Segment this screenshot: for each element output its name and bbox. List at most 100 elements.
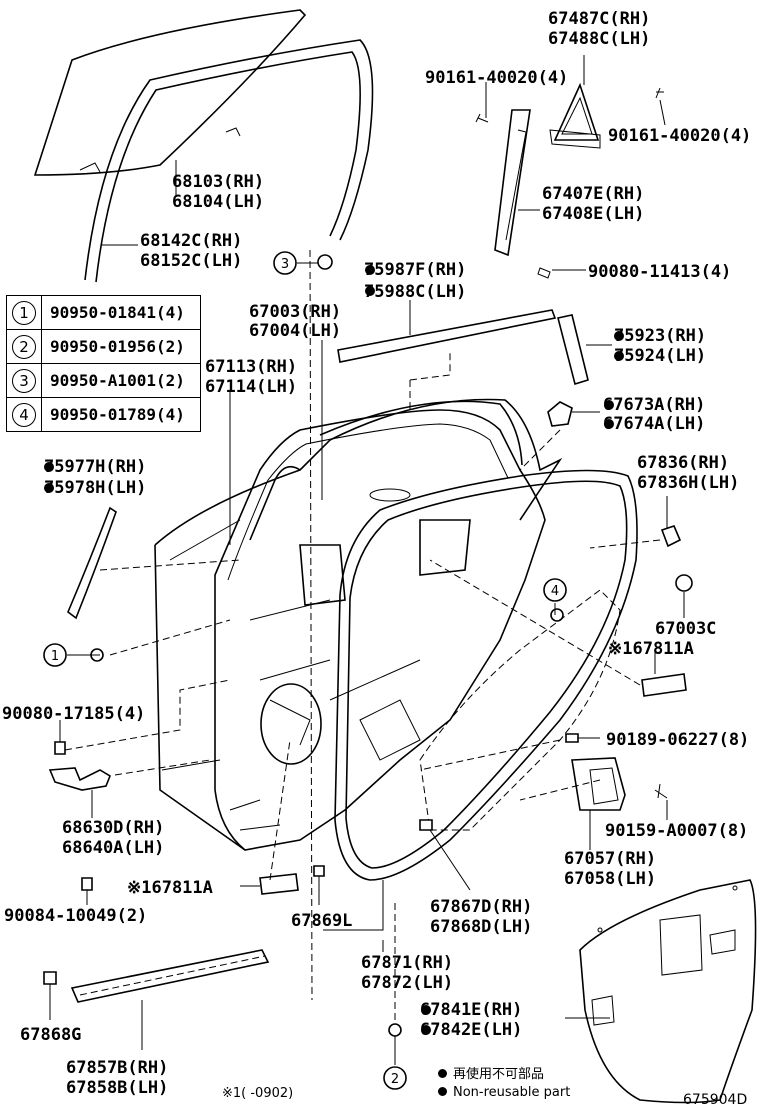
legend-row: 4 90950-01789(4) — [6, 397, 201, 432]
label-67841E: 67841E(RH) — [420, 1000, 522, 1020]
label-75987F: 75987F(RH) — [364, 260, 466, 280]
svg-text:3: 3 — [281, 257, 289, 272]
marker-2: 2 — [383, 1066, 407, 1090]
legend-row: 2 90950-01956(2) — [6, 329, 201, 364]
label-90161-right: 90161-40020(4) — [608, 126, 751, 146]
label-67811A-right: ※167811A — [608, 639, 694, 659]
front-garnish-part — [67, 506, 117, 620]
label-90080-11413: 90080-11413(4) — [588, 262, 731, 282]
quarter-window-drawing — [549, 82, 601, 149]
trim-sheet-drawing — [579, 879, 757, 1104]
label-67869L: 67869L — [291, 911, 352, 931]
label-67408E: 67408E(LH) — [542, 204, 644, 224]
belt-moulding-drawing — [337, 309, 557, 363]
marker-4: 4 — [543, 578, 567, 602]
clip-right-part — [565, 733, 579, 743]
label-67004: 67004(LH) — [249, 321, 341, 341]
label-90159-A0007: 90159-A0007(8) — [605, 821, 748, 841]
stopper-part — [547, 401, 573, 427]
label-67057: 67057(RH) — [564, 849, 656, 869]
label-67867D: 67867D(RH) — [430, 897, 532, 917]
grommet-part — [43, 971, 57, 985]
plug-2-part — [388, 1023, 402, 1037]
legend-code: 90950-01956(2) — [41, 329, 201, 364]
note-en: Non-reusable part — [438, 1084, 570, 1102]
door-frame-drawing — [214, 409, 546, 851]
label-75988C: 75988C(LH) — [364, 282, 466, 302]
label-68142C: 68142C(RH) — [140, 231, 242, 251]
speaker-drawing — [571, 757, 626, 811]
label-67868D: 67868D(LH) — [430, 917, 532, 937]
leader-lines — [49, 55, 685, 1065]
label-90189-06227: 90189-06227(8) — [606, 730, 749, 750]
svg-text:4: 4 — [551, 584, 559, 599]
hole-cover-right-part — [641, 673, 687, 697]
label-67003C: 67003C — [655, 619, 716, 639]
legend-number: 2 — [12, 334, 36, 359]
label-67868G: 67868G — [20, 1025, 81, 1045]
label-67858B: 67858B(LH) — [66, 1078, 168, 1098]
label-67857B: 67857B(RH) — [66, 1058, 168, 1078]
callout-labels: 68103(RH) 68104(LH) 68142C(RH) 68152C(LH… — [2, 9, 751, 1098]
label-67003: 67003(RH) — [249, 302, 341, 322]
label-67871: 67871(RH) — [361, 953, 453, 973]
range-note: ※1( -0902) — [222, 1086, 294, 1101]
label-90084-10049: 90084-10049(2) — [4, 906, 147, 926]
label-90080-17185: 90080-17185(4) — [2, 704, 145, 724]
label-67674A: 67674A(LH) — [603, 414, 705, 434]
legend-number: 4 — [12, 402, 36, 427]
plug-4-part — [550, 608, 564, 622]
legend-number: 3 — [12, 368, 36, 393]
plug-3-part — [317, 254, 333, 270]
label-67811A-left: ※167811A — [127, 878, 213, 898]
label-75923: 75923(RH) — [614, 326, 706, 346]
service-hole-cover-drawing — [419, 589, 621, 831]
hinge-drawing — [48, 767, 111, 791]
marker-1: 1 — [43, 643, 67, 667]
svg-text:1: 1 — [51, 649, 59, 664]
lower-weatherstrip-drawing — [70, 949, 270, 1003]
weatherstrip-drawing — [334, 469, 638, 881]
fastener-legend-table: 1 90950-01841(4) 2 90950-01956(2) 3 9095… — [6, 295, 201, 432]
label-67487C: 67487C(RH) — [548, 9, 650, 29]
garnish-drawing — [557, 314, 589, 386]
run-channel-drawing — [84, 39, 374, 283]
legend-code: 90950-01841(4) — [41, 295, 201, 330]
label-68104: 68104(LH) — [172, 192, 264, 212]
marker-3: 3 — [273, 251, 297, 275]
bolt-hinge-part — [54, 741, 66, 755]
label-67673A: 67673A(RH) — [603, 395, 705, 415]
figure-id: 675904D — [683, 1092, 748, 1108]
label-68630D: 68630D(RH) — [62, 818, 164, 838]
clip-bottom-part — [313, 865, 325, 877]
legend-code: 90950-01789(4) — [41, 397, 201, 432]
dot-icon — [438, 1087, 447, 1096]
label-67842E: 67842E(LH) — [420, 1020, 522, 1040]
label-67836: 67836(RH) — [637, 453, 729, 473]
cushion-part — [660, 525, 682, 548]
clip-service-part — [419, 819, 433, 831]
legend-row: 3 90950-A1001(2) — [6, 363, 201, 398]
label-68640A: 68640A(LH) — [62, 838, 164, 858]
screws-top — [475, 87, 664, 279]
legend-code: 90950-A1001(2) — [41, 363, 201, 398]
plug-67003c-part — [675, 574, 693, 592]
note-jp: 再使用不可部品 — [438, 1066, 570, 1084]
dot-icon — [438, 1069, 447, 1078]
division-bar-drawing — [494, 109, 531, 257]
label-67836H: 67836H(LH) — [637, 473, 739, 493]
label-67488C: 67488C(LH) — [548, 29, 650, 49]
label-67058: 67058(LH) — [564, 869, 656, 889]
label-68103: 68103(RH) — [172, 172, 264, 192]
legend-row: 1 90950-01841(4) — [6, 295, 201, 330]
label-67113: 67113(RH) — [205, 357, 297, 377]
non-reusable-dots — [44, 265, 624, 1035]
label-75978H: 75978H(LH) — [44, 478, 146, 498]
screw-speaker-part — [654, 783, 668, 799]
label-75977H: 75977H(RH) — [44, 457, 146, 477]
door-glass-drawing — [33, 9, 307, 176]
label-67872: 67872(LH) — [361, 973, 453, 993]
label-90161-left: 90161-40020(4) — [425, 68, 568, 88]
label-67114: 67114(LH) — [205, 377, 297, 397]
